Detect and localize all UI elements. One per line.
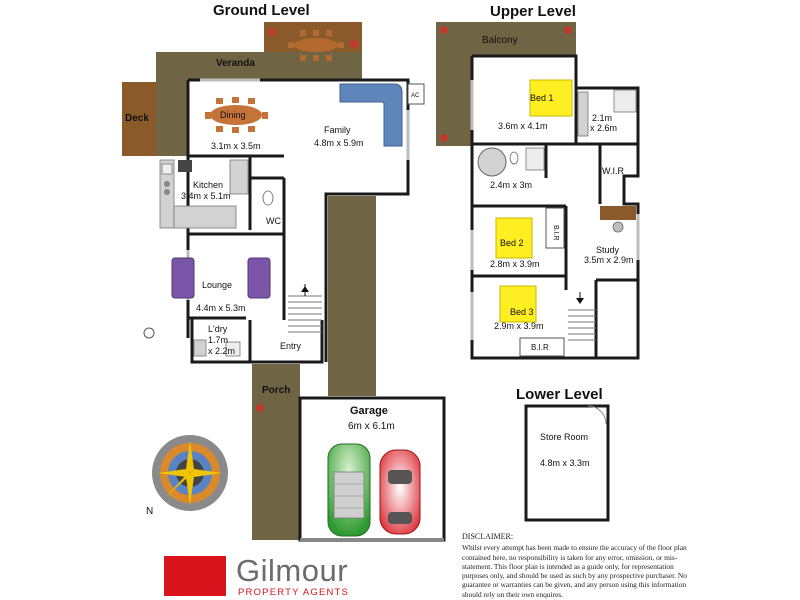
family-sofa: [339, 83, 403, 147]
label-wc: WC: [266, 216, 281, 226]
bed-2: [495, 217, 533, 259]
balcony-side: [436, 22, 472, 146]
study-chair: [612, 221, 624, 233]
plant-pot: [440, 26, 448, 34]
red-car: [379, 449, 421, 535]
store-room: [524, 404, 610, 522]
label-study-size: 3.5m x 2.9m: [584, 255, 634, 265]
label-kitchen-size: 3.4m x 5.1m: [181, 191, 231, 201]
deck: [122, 82, 156, 156]
plant-pot: [564, 26, 572, 34]
plant-pot: [350, 40, 358, 48]
green-car: [327, 443, 371, 537]
compass-icon: [152, 435, 228, 511]
bath-spa: [477, 147, 507, 177]
store-room-door: [587, 405, 607, 425]
label-family-size: 4.8m x 5.9m: [314, 138, 364, 148]
label-bath-size: 2.4m x 3m: [490, 180, 532, 190]
label-store: Store Room: [540, 432, 588, 442]
kitchen-counters: [159, 159, 249, 229]
plant-pot: [268, 28, 276, 36]
label-kitchen: Kitchen: [193, 180, 223, 190]
shower: [525, 147, 545, 171]
label-ensuite-size-b: x 2.6m: [590, 123, 617, 133]
label-laundry-size-b: x 2.2m: [208, 346, 235, 356]
label-balcony: Balcony: [482, 35, 518, 46]
laundry-tub: [193, 339, 207, 357]
label-lounge: Lounge: [202, 280, 232, 290]
outdoor-dining-table: [288, 30, 344, 61]
toilet: [509, 151, 519, 165]
label-dining: Dining: [220, 110, 246, 120]
heading-upper-level: Upper Level: [490, 3, 576, 20]
ac-label: AC: [411, 93, 420, 99]
room-labels: Veranda Deck Dining 3.1m x 3.5m Family 4…: [125, 35, 634, 468]
label-wir: W.I.R: [602, 166, 624, 176]
label-store-size: 4.8m x 3.3m: [540, 458, 590, 468]
upper-walls: [470, 54, 640, 360]
brand-tagline: PROPERTY AGENTS: [238, 587, 350, 598]
dining-table: [205, 97, 268, 133]
bir2-closet: [519, 337, 565, 357]
label-bir2: B.I.R: [531, 343, 549, 352]
veranda-left-strip: [156, 52, 188, 156]
label-laundry-size-a: 1.7m: [208, 335, 228, 345]
label-deck: Deck: [125, 113, 149, 124]
lounge-sofas: [171, 257, 271, 299]
label-garage: Garage: [350, 405, 388, 417]
compass-north-label: N: [146, 506, 153, 517]
ground-stairs: [288, 284, 322, 333]
label-bed1: Bed 1: [530, 93, 554, 103]
label-lounge-size: 4.4m x 5.3m: [196, 303, 246, 313]
label-laundry: L'dry: [208, 324, 228, 334]
plant-pot: [440, 134, 448, 142]
heading-ground-level: Ground Level: [213, 2, 310, 19]
label-dining-size: 3.1m x 3.5m: [211, 141, 261, 151]
brand-logo-mark: [164, 556, 226, 596]
upper-windows: [470, 80, 640, 340]
label-study: Study: [596, 245, 620, 255]
label-veranda: Veranda: [216, 58, 255, 69]
disclaimer-title: DISCLAIMER:: [462, 532, 514, 541]
hot-water-unit: [143, 327, 155, 339]
label-bed3: Bed 3: [510, 307, 534, 317]
label-garage-size: 6m x 6.1m: [348, 421, 395, 432]
laundry-machine: [225, 341, 241, 357]
upper-stairs: [568, 292, 596, 341]
brand-name: Gilmour: [236, 553, 349, 588]
ensuite-vanity: [577, 91, 589, 137]
label-ensuite-size-a: 2.1m: [592, 113, 612, 123]
study-desk: [600, 206, 636, 220]
label-entry: Entry: [280, 341, 302, 351]
label-bed2: Bed 2: [500, 238, 524, 248]
porch: [252, 364, 300, 540]
ac-unit: [407, 83, 425, 105]
label-family: Family: [324, 125, 351, 135]
disclaimer: DISCLAIMER: Whilst every attempt has bee…: [462, 532, 694, 599]
label-bed3-size: 2.9m x 3.9m: [494, 321, 544, 331]
plant-pot: [256, 404, 264, 412]
label-bed2-size: 2.8m x 3.9m: [490, 259, 540, 269]
side-walkway: [328, 196, 376, 396]
label-bed1-size: 3.6m x 4.1m: [498, 121, 548, 131]
bed-3: [499, 285, 537, 323]
bir-closet: [545, 207, 565, 249]
bed-1: [529, 79, 573, 117]
wc-fixtures: [262, 190, 274, 206]
heading-lower-level: Lower Level: [516, 386, 603, 403]
label-bir: B.I.R: [552, 225, 559, 241]
label-porch: Porch: [262, 385, 290, 396]
ensuite-shower: [613, 89, 637, 113]
garage: [298, 396, 446, 542]
disclaimer-body: Whilst every attempt has been made to en…: [462, 543, 687, 599]
